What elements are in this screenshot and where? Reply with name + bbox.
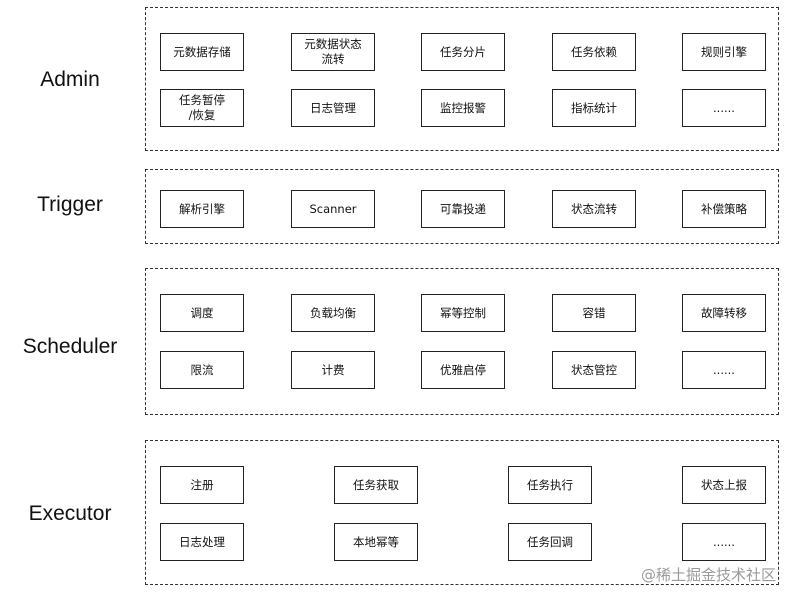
component-box: Scanner: [291, 190, 375, 228]
component-box: 任务执行: [508, 466, 592, 504]
component-label: 任务回调: [527, 534, 573, 549]
component-label: 幂等控制: [440, 305, 486, 320]
component-label: ......: [713, 100, 735, 115]
layer-group-trigger: 解析引擎 Scanner 可靠投递 状态流转 补偿策略: [145, 169, 779, 244]
component-label: 规则引擎: [701, 44, 747, 59]
component-label: 元数据存储: [173, 44, 231, 59]
component-label: 日志处理: [179, 534, 225, 549]
layer-label-trigger: Trigger: [37, 193, 103, 216]
component-box: 负载均衡: [291, 294, 375, 332]
component-label: 任务分片: [440, 44, 486, 59]
component-label: ......: [713, 534, 735, 549]
component-label: 元数据状态 流转: [304, 37, 362, 66]
component-box: 幂等控制: [421, 294, 505, 332]
component-label: 状态管控: [571, 362, 617, 377]
component-box: 故障转移: [682, 294, 766, 332]
component-label: ......: [713, 362, 735, 377]
component-label: 可靠投递: [440, 201, 486, 216]
component-box: 容错: [552, 294, 636, 332]
component-box: 可靠投递: [421, 190, 505, 228]
component-label: 任务暂停 /恢复: [179, 93, 225, 122]
component-label: 补偿策略: [701, 201, 747, 216]
component-box: 状态上报: [682, 466, 766, 504]
component-box: 任务获取: [334, 466, 418, 504]
component-label: 指标统计: [571, 100, 617, 115]
component-box: 解析引擎: [160, 190, 244, 228]
component-box: 规则引擎: [682, 33, 766, 71]
layer-group-executor: 注册 任务获取 任务执行 状态上报日志处理 本地幂等 任务回调......: [145, 440, 779, 585]
component-box: 指标统计: [552, 89, 636, 127]
component-box: 日志处理: [160, 523, 244, 561]
component-label: 负载均衡: [310, 305, 356, 320]
component-box: 任务回调: [508, 523, 592, 561]
component-box: 优雅启停: [421, 351, 505, 389]
layer-group-scheduler: 调度 负载均衡 幂等控制 容错 故障转移限流 计费 优雅启停 状态管控......: [145, 268, 779, 415]
component-label: 日志管理: [310, 100, 356, 115]
component-box: ......: [682, 523, 766, 561]
component-label: 计费: [321, 362, 345, 377]
component-label: 监控报警: [440, 100, 486, 115]
component-box: ......: [682, 351, 766, 389]
component-box: 任务依赖: [552, 33, 636, 71]
component-label: Scanner: [309, 201, 357, 216]
component-box: 状态管控: [552, 351, 636, 389]
component-label: 任务执行: [527, 477, 573, 492]
component-box: 计费: [291, 351, 375, 389]
component-box: 本地幂等: [334, 523, 418, 561]
layer-label-scheduler: Scheduler: [22, 335, 118, 358]
component-label: 任务获取: [353, 477, 399, 492]
component-box: 补偿策略: [682, 190, 766, 228]
component-box: 注册: [160, 466, 244, 504]
component-box: ......: [682, 89, 766, 127]
component-box: 日志管理: [291, 89, 375, 127]
layer-label-executor: Executor: [28, 502, 112, 525]
component-label: 容错: [582, 305, 606, 320]
component-box: 监控报警: [421, 89, 505, 127]
layer-label-admin: Admin: [40, 68, 100, 91]
component-label: 调度: [190, 305, 214, 320]
component-box: 调度: [160, 294, 244, 332]
component-label: 限流: [190, 362, 214, 377]
component-box: 状态流转: [552, 190, 636, 228]
component-label: 状态流转: [571, 201, 617, 216]
component-box: 任务暂停 /恢复: [160, 89, 244, 127]
component-label: 本地幂等: [353, 534, 399, 549]
layer-group-admin: 元数据存储 元数据状态 流转 任务分片 任务依赖 规则引擎任务暂停 /恢复 日志管理 监控报…: [145, 7, 779, 151]
component-box: 元数据存储: [160, 33, 244, 71]
component-label: 注册: [190, 477, 214, 492]
component-label: 解析引擎: [179, 201, 225, 216]
component-label: 任务依赖: [571, 44, 617, 59]
watermark: @稀土掘金技术社区: [640, 566, 776, 584]
component-box: 限流: [160, 351, 244, 389]
component-label: 故障转移: [701, 305, 747, 320]
component-box: 元数据状态 流转: [291, 33, 375, 71]
component-label: 状态上报: [701, 477, 747, 492]
component-box: 任务分片: [421, 33, 505, 71]
component-label: 优雅启停: [440, 362, 486, 377]
